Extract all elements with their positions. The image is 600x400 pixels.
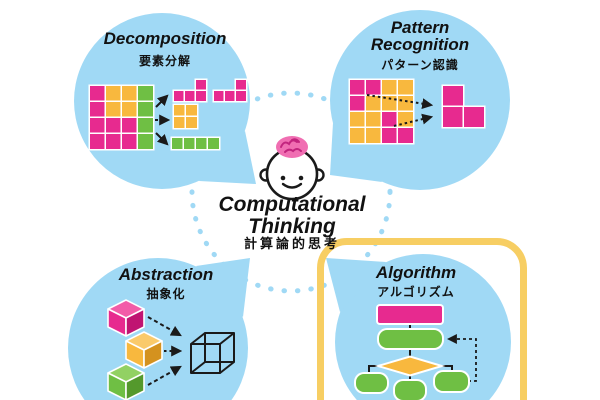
- dotted-connector-circle: [189, 90, 393, 294]
- center-title: Computational Thinking: [218, 193, 366, 238]
- grid-cell: [366, 96, 381, 111]
- pattern-recognition-subtitle-ja: パターン認識: [381, 58, 459, 72]
- decomposition-piece-green: [172, 138, 219, 149]
- grid-cell: [196, 80, 206, 90]
- algorithm-subtitle-ja: アルゴリズム: [377, 285, 455, 299]
- brain-squiggles: [280, 138, 302, 153]
- grid-cell: [106, 86, 121, 101]
- grid-cell: [443, 107, 463, 127]
- smile: [281, 182, 303, 189]
- abstraction-arrow-1: [147, 316, 182, 337]
- grid-cell: [106, 118, 121, 133]
- grid-cell: [350, 80, 365, 95]
- abstraction-subtitle-ja: 抽象化: [146, 287, 186, 301]
- green-cube-icon: [107, 363, 145, 400]
- grid-cell: [382, 112, 397, 127]
- grid-cell: [236, 91, 246, 101]
- pattern-recognition-piece-l: [443, 86, 484, 127]
- grid-cell: [106, 134, 121, 149]
- decomposition-arrow-down: [155, 132, 169, 146]
- grid-cell: [366, 80, 381, 95]
- grid-cell: [382, 96, 397, 111]
- grid-cell: [122, 86, 137, 101]
- grid-cell: [186, 117, 197, 128]
- pattern-arrow-2: [393, 113, 434, 127]
- grid-cell: [196, 91, 206, 101]
- bubble-pattern-recognition: [330, 10, 510, 190]
- grid-cell: [208, 138, 219, 149]
- flowchart-branch-center-box: [395, 381, 425, 400]
- grid-cell: [90, 118, 105, 133]
- grid-cell: [90, 134, 105, 149]
- grid-cell: [350, 112, 365, 127]
- flowchart-branch-right-box: [435, 372, 468, 391]
- pattern-arrow-1: [366, 94, 434, 110]
- grid-cell: [138, 134, 153, 149]
- grid-cell: [174, 117, 185, 128]
- grid-cell: [122, 102, 137, 117]
- grid-cell: [138, 102, 153, 117]
- grid-cell: [214, 91, 224, 101]
- decomposition-piece-pink-1: [174, 80, 206, 101]
- grid-cell: [382, 128, 397, 143]
- pattern-recognition-grid: [350, 80, 413, 143]
- algorithm-title: Algorithm: [375, 263, 457, 282]
- decomposition-piece-pink-2: [214, 80, 246, 101]
- grid-cell: [236, 80, 246, 90]
- grid-cell: [443, 86, 463, 106]
- grid-cell: [196, 138, 207, 149]
- grid-cell: [186, 105, 197, 116]
- grid-cell: [185, 91, 195, 101]
- abstraction-title: Abstraction: [118, 265, 214, 284]
- grid-cell: [350, 96, 365, 111]
- grid-cell: [225, 91, 235, 101]
- grid-cell: [172, 138, 183, 149]
- decomposition-piece-orange: [174, 105, 197, 128]
- grid-cell: [174, 105, 185, 116]
- grid-cell: [350, 128, 365, 143]
- flowchart-start-box: [378, 306, 442, 323]
- flowchart-process-box: [379, 330, 442, 348]
- grid-cell: [382, 80, 397, 95]
- grid-cell: [184, 138, 195, 149]
- center-subtitle-ja: 計算論的思考: [243, 236, 340, 251]
- abstraction-arrow-3: [147, 365, 182, 386]
- wireframe-cube-icon: [190, 332, 235, 374]
- grid-cell: [174, 91, 184, 101]
- grid-cell: [90, 102, 105, 117]
- flowchart-decision-diamond: [374, 355, 446, 377]
- algorithm-highlight-border: [317, 238, 527, 400]
- grid-cell: [138, 118, 153, 133]
- decomposition-arrow-up: [155, 94, 169, 108]
- brain: [276, 136, 308, 158]
- flowchart-branch-left-box: [356, 374, 387, 392]
- grid-cell: [106, 102, 121, 117]
- orange-cube-icon: [125, 331, 163, 369]
- grid-cell: [464, 107, 484, 127]
- pink-cube-icon: [107, 299, 145, 337]
- bubble-algorithm: [326, 254, 511, 400]
- decomposition-subtitle-ja: 要素分解: [138, 54, 191, 68]
- decomposition-title: Decomposition: [103, 29, 227, 48]
- pattern-recognition-title: Pattern Recognition: [370, 18, 470, 54]
- baby-face-brain-icon: [259, 136, 325, 201]
- grid-cell: [122, 118, 137, 133]
- grid-cell: [366, 112, 381, 127]
- grid-cell: [90, 86, 105, 101]
- grid-cell: [398, 112, 413, 127]
- decomposition-grid: [90, 86, 153, 149]
- grid-cell: [122, 134, 137, 149]
- grid-cell: [366, 128, 381, 143]
- grid-cell: [398, 80, 413, 95]
- grid-cell: [138, 86, 153, 101]
- grid-cell: [398, 128, 413, 143]
